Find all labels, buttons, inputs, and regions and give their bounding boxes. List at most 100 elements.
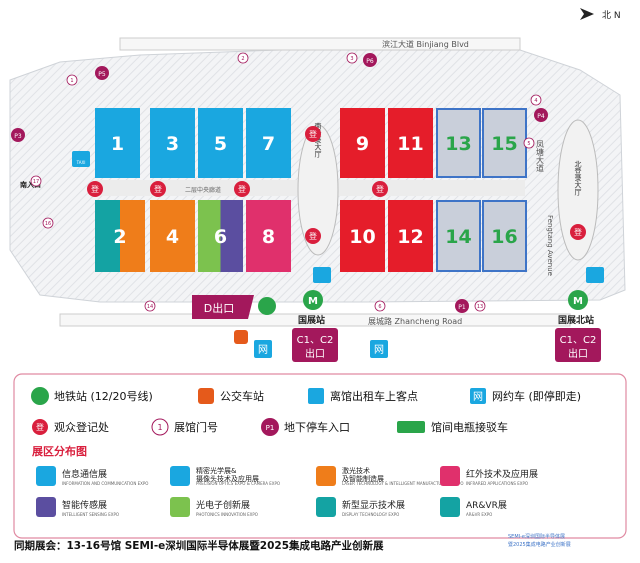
hall-8[interactable]: 8 [246, 200, 291, 272]
bus-icon [198, 388, 214, 404]
road-label-right-en: Fengtang Avenue [546, 215, 554, 276]
hall-2[interactable]: 2 [95, 200, 145, 272]
svg-text:16: 16 [45, 221, 51, 227]
svg-text:登: 登 [574, 227, 582, 237]
footer-logo-line1: SEMI-e深圳国际半导体展 [508, 533, 565, 540]
ride-hail-icon [254, 340, 272, 358]
shuttle-bus-icon [397, 421, 425, 433]
gate-marker: 14 [144, 300, 156, 312]
hall-number: 7 [262, 133, 275, 155]
svg-text:光电子创新展: 光电子创新展 [196, 499, 250, 511]
svg-text:及智能制造展: 及智能制造展 [342, 474, 384, 483]
south-lobby [297, 124, 339, 256]
corridor-label: 二层中央廊道 [185, 186, 221, 194]
legend-label: 地铁站 (12/20号线) [54, 389, 153, 403]
hall-16[interactable]: 16 [482, 200, 527, 272]
hall-4[interactable]: 4 [150, 200, 195, 272]
registration-icon: 登 [32, 419, 48, 435]
hall-number: 9 [356, 133, 369, 155]
legend-label: 馆间电瓶接驳车 [431, 420, 508, 434]
registration-marker: 登 [305, 228, 321, 244]
footer-text: 同期展会：13-16号馆 SEMI-e深圳国际半导体展暨2025集成电路产业创新… [14, 539, 384, 552]
hall-number: 16 [491, 226, 517, 248]
parking-icon: P1 [261, 418, 279, 436]
svg-text:INTELLIGENT SENSING EXPO: INTELLIGENT SENSING EXPO [62, 512, 119, 517]
registration-marker: 登 [305, 126, 321, 142]
legend-label: 地下停车入口 [284, 420, 350, 434]
registration-markers: 登登登登登登登 [87, 126, 586, 244]
legend-label: 展馆门号 [174, 420, 218, 434]
hall-10[interactable]: 10 [340, 200, 385, 272]
taxi-text: TAXI [76, 160, 86, 165]
svg-text:INFRARED APPLICATIONS EXPO: INFRARED APPLICATIONS EXPO [466, 481, 528, 486]
legend-label: 观众登记处 [54, 420, 109, 434]
svg-text:3: 3 [350, 56, 353, 62]
zhancheng-road [59, 313, 571, 327]
svg-text:网: 网 [473, 391, 483, 403]
hall-15[interactable]: 15 [482, 108, 527, 178]
svg-text:PHOTONICS INNOVATION EXPO: PHOTONICS INNOVATION EXPO [196, 512, 258, 517]
c-exit-line2: 出口 [305, 347, 325, 360]
metro-mark: M [308, 296, 318, 307]
taxi-icon [586, 267, 604, 283]
hall-number: 2 [113, 226, 126, 248]
registration-marker: 登 [150, 181, 166, 197]
hall-number: 12 [397, 226, 423, 248]
hall-1[interactable]: 1 [95, 108, 140, 178]
svg-text:登: 登 [238, 184, 246, 194]
svg-text:5: 5 [527, 141, 530, 147]
metro-mark: M [573, 296, 583, 307]
hall-11[interactable]: 11 [388, 108, 433, 178]
hall-13[interactable]: 13 [436, 108, 481, 178]
hall-number: 8 [262, 226, 275, 248]
svg-text:1: 1 [157, 423, 162, 432]
hall-7[interactable]: 7 [246, 108, 291, 178]
net-mark: 网 [258, 344, 268, 356]
hall-number: 5 [214, 133, 227, 155]
svg-text:LASER TECHNOLOGY & INTELLIGENT: LASER TECHNOLOGY & INTELLIGENT MANUFACTU… [342, 481, 463, 486]
binjiang-road [119, 37, 521, 51]
gate-marker: 1 [66, 74, 78, 86]
hall-6[interactable]: 6 [198, 200, 243, 272]
hall-14[interactable]: 14 [436, 200, 481, 272]
svg-text:14: 14 [147, 304, 153, 310]
hall-number: 11 [397, 133, 423, 155]
hall-9[interactable]: 9 [340, 108, 385, 178]
guozhan-north-station: 国展北站 [558, 314, 594, 326]
guozhan-station: 国展站 [298, 314, 325, 326]
svg-text:PRECISION OPTICS EXPO & CAMERA: PRECISION OPTICS EXPO & CAMERA EXPO [196, 481, 280, 486]
north-lobby [557, 119, 599, 261]
compass-label: 北 N [602, 10, 621, 21]
gate-icon: 1 [151, 418, 169, 436]
gate-marker: 2 [237, 52, 249, 64]
registration-marker: 登 [570, 224, 586, 240]
ride-hail-icon [370, 340, 388, 358]
svg-text:P1: P1 [458, 304, 466, 311]
north-arrow-icon [580, 8, 594, 20]
north-lobby-label: 北登录大厅 [574, 161, 582, 196]
svg-text:红外技术及应用展: 红外技术及应用展 [466, 468, 538, 480]
north-c-exit-badge [555, 328, 601, 362]
hall-5[interactable]: 5 [198, 108, 243, 178]
hall-3[interactable]: 3 [150, 108, 195, 178]
registration-marker: 登 [234, 181, 250, 197]
north-c-exit-line2: 出口 [568, 347, 588, 360]
south-entrance-label: 南入口 [20, 180, 41, 189]
svg-text:INFORMATION AND COMMUNICATION: INFORMATION AND COMMUNICATION EXPO [62, 481, 148, 486]
registration-marker: 登 [87, 181, 103, 197]
metro-icon [303, 290, 323, 310]
svg-text:AR&VR EXPO: AR&VR EXPO [466, 512, 492, 517]
d-exit-label: D出口 [204, 301, 234, 315]
hall-12[interactable]: 12 [388, 200, 433, 272]
legend-label: 公交车站 [220, 389, 264, 403]
metro-icon [31, 387, 49, 405]
